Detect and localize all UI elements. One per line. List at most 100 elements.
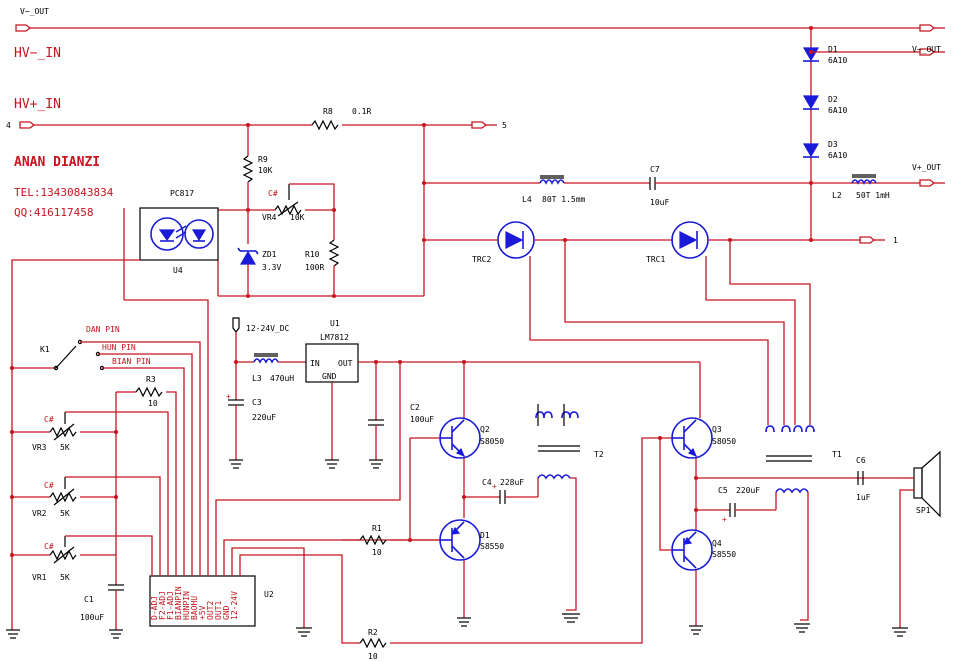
- r8-value: 0.1R: [352, 107, 371, 116]
- left-rail: [6, 208, 140, 639]
- hv-plus-rail: [19, 119, 497, 131]
- r1-resistor: [342, 534, 410, 546]
- u2-ref: U2: [264, 590, 274, 599]
- svg-text:D-ADJ: D-ADJ: [150, 596, 159, 620]
- c6-value: 1uF: [856, 493, 871, 502]
- vr2-value: 5K: [60, 509, 70, 518]
- c3-ref: C3: [252, 398, 262, 407]
- feedback-network: [139, 125, 424, 298]
- c2-value: 100uF: [410, 415, 434, 424]
- c5-ref: C5: [718, 486, 728, 495]
- r10-ref: R10: [305, 250, 320, 259]
- t2-ref: T2: [594, 450, 604, 459]
- pc817-ref: PC817: [170, 189, 194, 198]
- r3-value: 10: [148, 399, 158, 408]
- diode-chain: [802, 26, 945, 240]
- q4-ref: Q4: [712, 539, 722, 548]
- c5-value: 220uF: [736, 486, 760, 495]
- vr3-ref: VR3: [32, 443, 47, 452]
- sp1-ref: SP1: [916, 506, 931, 515]
- c3-value: 220uF: [252, 413, 276, 422]
- hv-plus-label: HV+_IN: [14, 97, 61, 112]
- l4-value: 80T 1.5mm: [542, 195, 586, 204]
- vr1-value: 5K: [60, 573, 70, 582]
- t1-ref: T1: [832, 450, 842, 459]
- d1q-value: S8550: [480, 542, 504, 551]
- d1-value: 6A10: [828, 56, 847, 65]
- r2-ref: R2: [368, 628, 378, 637]
- trc2-ref: TRC2: [472, 255, 491, 264]
- u1-value: LM7812: [320, 333, 349, 342]
- zd1-value: 3.3V: [262, 263, 281, 272]
- l4-ref: L4: [522, 195, 532, 204]
- q2-ref: Q2: [480, 425, 490, 434]
- k1-dan-pin: DAN PIN: [86, 325, 120, 334]
- d2-value: 6A10: [828, 106, 847, 115]
- d3-value: 6A10: [828, 151, 847, 160]
- c1-ref: C1: [84, 595, 94, 604]
- k1-bian-pin: BIAN PIN: [112, 357, 151, 366]
- svg-text:+5V: +5V: [198, 605, 207, 620]
- v-plus-out-net: [809, 174, 945, 187]
- r10-value: 100R: [305, 263, 324, 272]
- svg-text:OUT2: OUT2: [206, 601, 215, 620]
- l2-ref: L2: [832, 191, 842, 200]
- l4-c7-branch: [422, 125, 811, 296]
- q3-ref: Q3: [712, 425, 722, 434]
- qq-info: QQ:416117458: [14, 206, 93, 219]
- q4-value: S8550: [712, 550, 736, 559]
- vr4-ref: VR4: [262, 213, 277, 222]
- t1-transformer: [765, 425, 815, 462]
- speaker-output: [857, 450, 941, 637]
- triac-gate-wiring: [529, 240, 811, 425]
- v-minus-rail: [15, 24, 945, 32]
- t2-transformer: [535, 404, 580, 623]
- dc-in-label: 12-24V_DC: [246, 324, 290, 333]
- vr2-pot: [12, 476, 161, 568]
- l3-ref: L3: [252, 374, 262, 383]
- d1-ref: D1: [828, 45, 838, 54]
- c1-capacitor: [108, 584, 124, 639]
- dc-supply: +: [226, 317, 700, 469]
- svg-text:+: +: [226, 392, 231, 401]
- d3-ref: D3: [828, 140, 838, 149]
- r2-value: 10: [368, 652, 378, 661]
- zd1-ref: ZD1: [262, 250, 277, 259]
- k1-ref: K1: [40, 345, 50, 354]
- c2-ref: C2: [410, 403, 420, 412]
- svg-text:OUT1: OUT1: [214, 601, 223, 620]
- vr3-mark: C#: [44, 415, 54, 424]
- port-4-label: 4: [6, 121, 11, 130]
- c7-ref: C7: [650, 165, 660, 174]
- push-pull-stage-2: +: [658, 362, 900, 635]
- u1-pin-in: IN: [310, 359, 320, 368]
- svg-text:F2-ADJ: F2-ADJ: [158, 591, 167, 620]
- svg-text:12-24V: 12-24V: [230, 591, 239, 620]
- hv-minus-label: HV−_IN: [14, 46, 61, 61]
- c4-ref: C4: [482, 478, 492, 487]
- vr4-mark: C#: [268, 189, 278, 198]
- u1-pin-gnd: GND: [322, 372, 337, 381]
- triac-branch: [422, 221, 885, 259]
- vr1-pot: [12, 535, 153, 568]
- r8-ref: R8: [323, 107, 333, 116]
- k1-switch: [12, 339, 201, 568]
- d1q-ref: D1: [480, 531, 490, 540]
- v-plus-out-label: V+_OUT: [912, 163, 941, 172]
- q2-value: S8050: [480, 437, 504, 446]
- brand-title: ANAN DIANZI: [14, 155, 100, 170]
- vr1-mark: C#: [44, 542, 54, 551]
- r9-ref: R9: [258, 155, 268, 164]
- vr3-value: 5K: [60, 443, 70, 452]
- tel-info: TEL:13430843834: [14, 186, 114, 199]
- r3-ref: R3: [146, 375, 156, 384]
- trc1-ref: TRC1: [646, 255, 665, 264]
- svg-text:GND: GND: [222, 605, 231, 620]
- k1-hun-pin: HUN PIN: [102, 343, 136, 352]
- l3-value: 470uH: [270, 374, 294, 383]
- r2-resistor: [359, 437, 672, 649]
- d2-ref: D2: [828, 95, 838, 104]
- v-minus-out-right-label: V−_OUT: [912, 45, 941, 54]
- q3-value: S8050: [712, 437, 736, 446]
